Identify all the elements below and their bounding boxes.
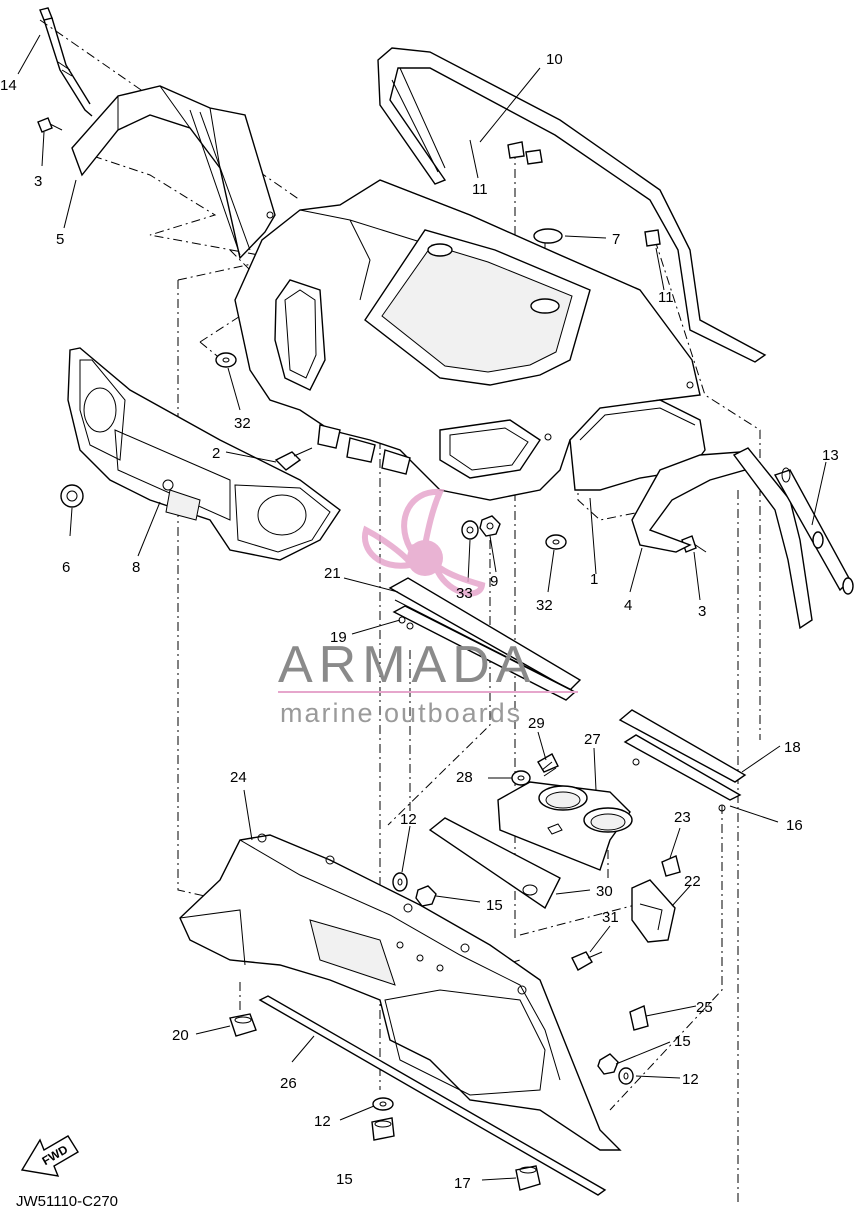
label-15b: 15 [674,1033,691,1050]
propeller-logo [361,488,486,597]
label-32a: 32 [234,415,251,432]
label-19: 19 [330,629,347,646]
label-11b: 11 [658,289,674,306]
label-12c: 12 [314,1113,331,1130]
label-32b: 32 [536,597,553,614]
part-20-nut [229,1013,257,1037]
part-15-nut-c [371,1117,395,1141]
part-18-right-rail [618,709,747,812]
part-22-bracket [631,879,676,943]
part-12-washer-a [392,872,408,892]
watermark-tagline: marine outboards [280,698,522,728]
label-11a: 11 [472,181,488,198]
watermark-brand: ARMADA [278,636,536,694]
part-3-screw-top [37,117,63,133]
label-10: 10 [546,51,563,68]
label-23: 23 [674,809,691,826]
part-30-plate [428,817,561,910]
part-15-nut-b [597,1053,619,1075]
label-5: 5 [56,231,64,248]
part-32-washer-right [545,534,567,550]
label-27: 27 [584,731,601,748]
label-6: 6 [62,559,70,576]
part-6-grommet [60,484,84,508]
label-4: 4 [624,597,632,614]
brand-watermark: ARMADA marine outboards [278,488,578,728]
part-26-lower-strip [258,995,607,1196]
part-12-washer-c [372,1097,394,1111]
label-7: 7 [612,231,620,248]
part-labels: 14 3 5 10 11 7 11 32 2 6 8 33 9 32 1 4 3… [0,51,839,1192]
label-28: 28 [456,769,473,786]
label-3a: 3 [34,173,42,190]
label-26: 26 [280,1075,297,1092]
diagram-code: JW51110-C270 [16,1193,118,1210]
part-21-upper-rail [388,577,582,701]
part-33-washer [461,520,479,540]
label-1: 1 [590,571,598,588]
fwd-arrow: FWD [20,1135,79,1177]
part-8-grille [67,347,341,561]
label-31: 31 [602,909,619,926]
label-12b: 12 [682,1071,699,1088]
part-14-rod [39,7,93,117]
part-28-washer [511,770,531,786]
label-17: 17 [454,1175,471,1192]
label-18: 18 [784,739,801,756]
label-16: 16 [786,817,803,834]
part-2-screw [274,447,313,471]
fwd-arrow-icon [20,1135,79,1177]
leader-lines [17,34,827,1181]
part-4-right-fender [631,451,746,553]
part-17-nut [515,1165,541,1191]
label-15c: 15 [336,1171,353,1188]
label-22: 22 [684,873,701,890]
part-5-left-cover [71,85,276,260]
label-24: 24 [230,769,247,786]
label-2: 2 [212,445,220,462]
label-33: 33 [456,585,473,602]
label-9: 9 [490,573,498,590]
label-14: 14 [0,77,17,94]
part-23-clip [661,855,681,877]
label-20: 20 [172,1027,189,1044]
label-30: 30 [596,883,613,900]
label-8: 8 [132,559,140,576]
part-31-screw [571,951,603,971]
label-29: 29 [528,715,545,732]
part-15-nut-a [415,885,437,907]
label-25: 25 [696,999,713,1016]
label-21: 21 [324,565,341,582]
label-3b: 3 [698,603,706,620]
part-12-washer-b [618,1067,634,1085]
label-13: 13 [822,447,839,464]
part-29-bolt [537,753,559,777]
part-7-cap [533,228,563,244]
part-27-cup-holder [497,781,633,871]
part-10-front-bar [377,47,767,363]
part-13-right-rod [732,447,854,630]
label-15a: 15 [486,897,503,914]
part-32-washer-left [215,352,237,368]
part-24-lower-dash [179,833,622,1151]
part-25-clip [629,1005,649,1031]
part-11-bolts [507,141,661,247]
part-1-main-hood [234,179,706,501]
part-9-nut [479,515,501,537]
label-12a: 12 [400,811,417,828]
